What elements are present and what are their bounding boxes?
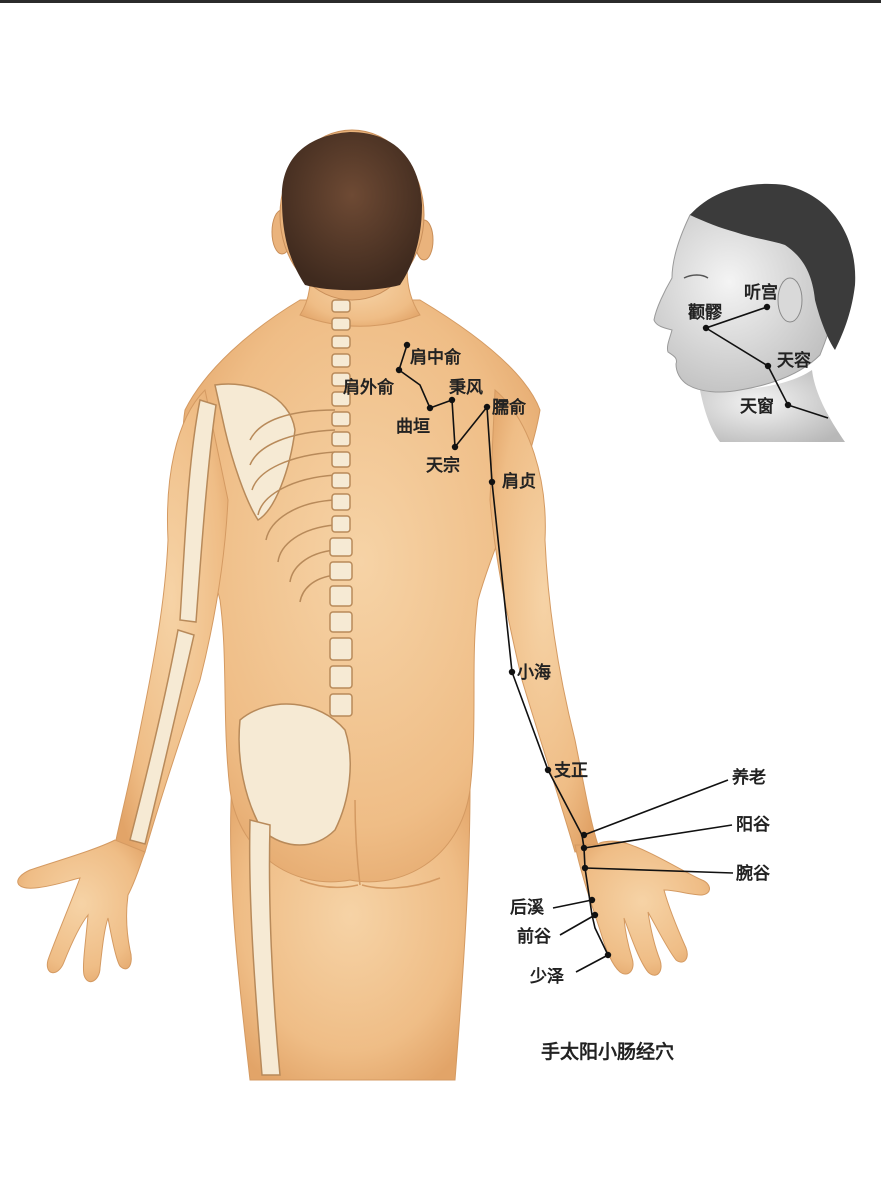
head-inset: 听宫 颧髎 天容 天窗 <box>653 183 856 442</box>
meridian-arm-line <box>486 406 609 956</box>
leader-wangu <box>584 867 734 874</box>
scapula <box>214 383 296 522</box>
point-tinggong <box>763 303 771 311</box>
label-quyuan: 曲垣 <box>396 417 430 437</box>
label-zhizheng: 支正 <box>554 760 588 781</box>
skeleton-overlay <box>129 299 353 1076</box>
right-arm <box>489 388 599 853</box>
point-naoshu <box>483 403 491 411</box>
pelvis <box>238 703 351 846</box>
label-naoshu: 臑俞 <box>492 397 527 418</box>
point-jianwaishu <box>395 366 403 374</box>
point-yanglao <box>580 831 588 839</box>
left-hand <box>17 839 146 983</box>
point-qiangu <box>591 911 599 919</box>
point-jianzhongshu <box>403 341 411 349</box>
label-tianchuang: 天窗 <box>740 396 774 417</box>
inset-neck <box>700 370 845 442</box>
point-quyuan <box>426 404 434 412</box>
point-yanggu <box>580 844 588 852</box>
label-bingfeng: 秉风 <box>449 377 483 398</box>
right-hand <box>574 840 710 976</box>
label-tianzong: 天宗 <box>426 455 460 476</box>
leader-houxi <box>552 899 593 909</box>
label-yanggu: 阳谷 <box>736 815 771 835</box>
label-houxi: 后溪 <box>510 898 545 918</box>
label-xiaohai: 小海 <box>517 662 551 683</box>
label-qiangu: 前谷 <box>517 926 552 947</box>
leader-shaoze <box>575 954 609 973</box>
point-wangu <box>581 864 589 872</box>
label-wangu: 腕谷 <box>736 863 771 884</box>
point-zhizheng <box>544 766 552 774</box>
inset-hair <box>690 183 856 350</box>
point-shaoze <box>604 951 612 959</box>
inset-eye <box>683 274 709 279</box>
femur <box>248 819 281 1076</box>
back-figure <box>17 129 710 1081</box>
spine <box>329 299 353 717</box>
label-jianwaishu: 肩外俞 <box>343 377 395 398</box>
label-quanliao: 颧髎 <box>688 302 723 323</box>
point-houxi <box>588 896 596 904</box>
meridian-points <box>395 341 612 959</box>
diagram-title: 手太阳小肠经穴 <box>541 1040 674 1063</box>
label-yanglao: 养老 <box>731 767 766 788</box>
leader-yanggu <box>583 824 733 849</box>
label-jianzhen: 肩贞 <box>502 471 536 492</box>
label-shaoze: 少泽 <box>529 967 564 987</box>
hair <box>281 132 422 291</box>
top-border <box>0 0 881 3</box>
point-quanliao <box>702 324 710 332</box>
label-tianrong: 天容 <box>777 350 811 371</box>
leader-yanglao <box>583 779 729 836</box>
body-labels: 肩中俞 肩外俞 秉风 臑俞 曲垣 天宗 肩贞 小海 支正 养老 阳谷 腕谷 后溪… <box>343 347 771 987</box>
ribs <box>249 409 336 603</box>
point-tianchuang <box>784 401 792 409</box>
point-tianrong <box>764 362 772 370</box>
point-tianzong <box>451 443 459 451</box>
inset-ear <box>777 277 803 323</box>
label-tinggong: 听宫 <box>744 282 778 303</box>
radius-ulna <box>129 629 195 845</box>
point-xiaohai <box>508 668 516 676</box>
left-arm <box>114 388 229 853</box>
humerus <box>179 399 217 623</box>
head-meridian-points <box>702 303 792 409</box>
leader-qiangu <box>559 914 596 936</box>
point-jianzhen <box>488 478 496 486</box>
label-jianzhongshu: 肩中俞 <box>410 347 462 368</box>
point-bingfeng <box>448 396 456 404</box>
gluteal-line <box>299 799 441 889</box>
